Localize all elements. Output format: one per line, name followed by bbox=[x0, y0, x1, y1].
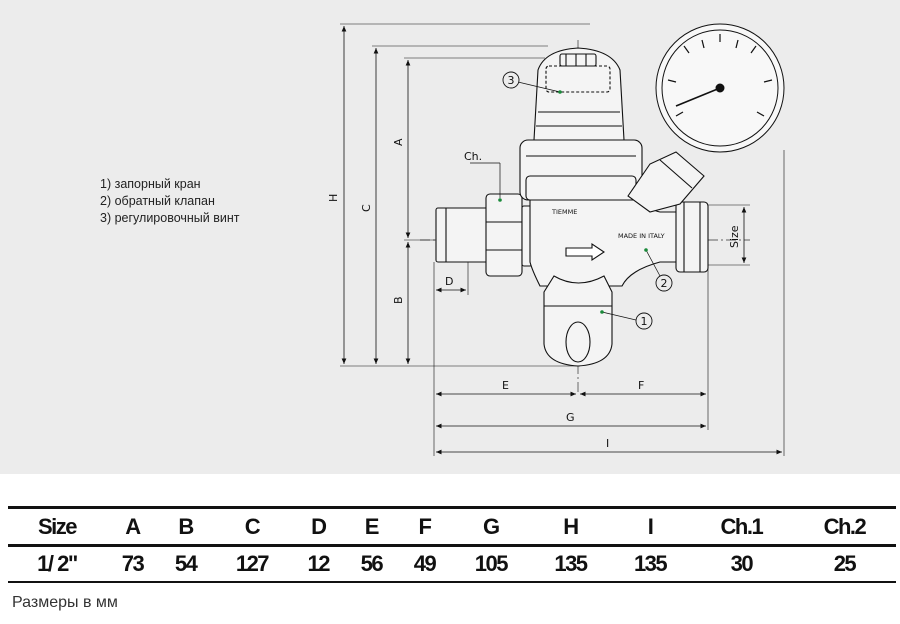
table-header-row: Size A B C D E F G H I Ch.1 Ch.2 bbox=[8, 506, 896, 547]
legend: 1) запорный кран 2) обратный клапан 3) р… bbox=[100, 176, 240, 227]
valve-body bbox=[435, 47, 709, 367]
brand-mark: TIEMME bbox=[551, 208, 577, 216]
callout-2: 2 bbox=[644, 248, 673, 292]
cell-ch1: 30 bbox=[689, 545, 793, 583]
dim-label-i: I bbox=[606, 437, 609, 450]
valve-drawing: TIEMME MADE IN ITALY H C A B D E F G I C… bbox=[327, 23, 785, 456]
cell-size: 1/ 2" bbox=[8, 545, 106, 583]
dim-label-h: H bbox=[327, 194, 340, 202]
header-h: H bbox=[530, 506, 611, 547]
ch-marker-dot bbox=[498, 198, 502, 202]
cell-a: 73 bbox=[105, 545, 160, 583]
pressure-gauge bbox=[655, 23, 785, 153]
dim-label-a: A bbox=[392, 138, 405, 146]
header-d: D bbox=[291, 506, 345, 547]
drawing-panel: TIEMME MADE IN ITALY H C A B D E F G I C… bbox=[0, 0, 900, 474]
header-f: F bbox=[397, 506, 452, 547]
units-note: Размеры в мм bbox=[12, 594, 118, 611]
cell-e: 56 bbox=[344, 545, 398, 583]
dimensions-table: Size A B C D E F G H I Ch.1 Ch.2 1/ 2" 7… bbox=[8, 506, 896, 583]
cell-i: 135 bbox=[610, 545, 690, 583]
callout-2-label: 2 bbox=[661, 277, 668, 290]
cell-h: 135 bbox=[530, 545, 611, 583]
table-row: 1/ 2" 73 54 127 12 56 49 105 135 135 30 … bbox=[8, 545, 896, 583]
legend-item-2: 2) обратный клапан bbox=[100, 194, 215, 208]
callout-3-label: 3 bbox=[508, 74, 515, 87]
cell-b: 54 bbox=[159, 545, 213, 583]
dim-label-e: E bbox=[502, 379, 509, 392]
cell-d: 12 bbox=[291, 545, 345, 583]
header-e: E bbox=[344, 506, 398, 547]
dim-label-ch: Ch. bbox=[464, 150, 482, 163]
header-ch2: Ch.2 bbox=[792, 506, 896, 547]
legend-item-3: 3) регулировочный винт bbox=[100, 211, 240, 225]
cell-ch2: 25 bbox=[792, 545, 896, 583]
header-i: I bbox=[610, 506, 690, 547]
legend-item-1: 1) запорный кран bbox=[100, 177, 201, 191]
callout-3: 3 bbox=[502, 71, 562, 94]
made-in-mark: MADE IN ITALY bbox=[618, 232, 665, 240]
header-b: B bbox=[159, 506, 213, 547]
cell-f: 49 bbox=[397, 545, 452, 583]
extension-lines bbox=[340, 23, 785, 456]
header-ch1: Ch.1 bbox=[689, 506, 793, 547]
dim-label-size: Size bbox=[728, 225, 741, 248]
callout-1-label: 1 bbox=[641, 315, 648, 328]
header-c: C bbox=[212, 506, 292, 547]
dim-label-f: F bbox=[638, 379, 644, 392]
dim-label-d: D bbox=[445, 275, 453, 288]
header-g: G bbox=[451, 506, 531, 547]
callout-1: 1 bbox=[600, 310, 653, 330]
cell-c: 127 bbox=[212, 545, 292, 583]
dim-label-b: B bbox=[392, 296, 405, 304]
dim-label-g: G bbox=[566, 411, 575, 424]
dim-label-c: C bbox=[360, 204, 373, 212]
header-size: Size bbox=[8, 506, 106, 547]
header-a: A bbox=[105, 506, 160, 547]
cell-g: 105 bbox=[451, 545, 531, 583]
